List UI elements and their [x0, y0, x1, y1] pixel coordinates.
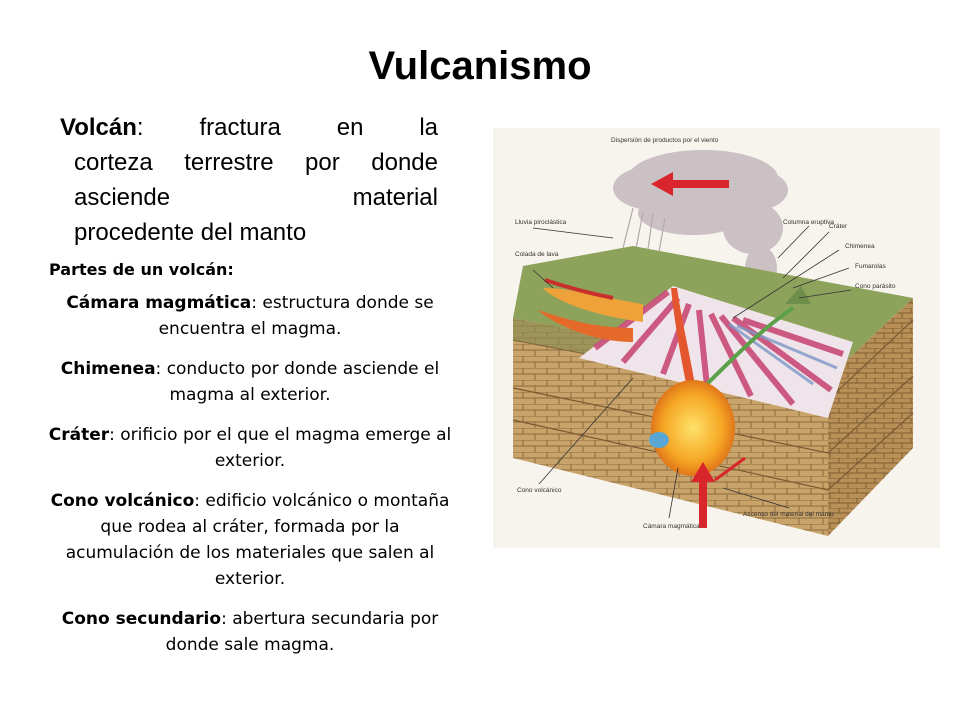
parasite-cone-icon [785, 286, 811, 304]
wind-arrow-icon [651, 172, 729, 196]
definition-term: Volcán [60, 114, 137, 141]
definition-line-3: asciende material [74, 184, 438, 211]
part-term: Cono volcánico [50, 491, 195, 511]
label-cone: Cono volcánico [517, 487, 562, 494]
part-item: Chimenea: conducto por donde asciende el… [60, 359, 440, 405]
label-chamber: Cámara magmática [643, 523, 700, 530]
label-wind: Dispersión de productos por el viento [611, 137, 719, 144]
volcano-diagram: Dispersión de productos por el viento Ll… [493, 128, 940, 548]
magma-chamber [651, 380, 735, 476]
part-desc: edificio volcánico o montaña que rodea a… [65, 491, 450, 589]
volcanic-cone [579, 286, 853, 418]
definition-line-1: fractura en la [199, 114, 438, 141]
label-parasite: Cono parásito [855, 283, 896, 290]
lava-flows [538, 278, 643, 342]
volcanic-chimney [671, 288, 697, 398]
part-desc: conducto por donde asciende el magma al … [166, 359, 440, 405]
block-side [828, 298, 913, 536]
label-chimney: Chimenea [845, 243, 875, 250]
part-item: Cono secundario: abertura secundaria por… [61, 609, 439, 655]
part-term: Chimenea [60, 359, 156, 379]
part-item: Cráter: orificio por el que el magma eme… [48, 425, 452, 471]
mantle-ascent-arrow-icon [691, 462, 715, 528]
definition-line-2: corteza terrestre por donde [74, 149, 438, 176]
label-column: Columna eruptiva [783, 219, 834, 226]
ash-cloud [613, 150, 788, 290]
secondary-conduit [699, 306, 795, 392]
slide-title: Vulcanismo [368, 44, 592, 88]
part-term: Cono secundario [61, 609, 222, 629]
label-fumaroles: Fumarolas [855, 263, 886, 270]
label-ascent: Ascenso del material del manto [743, 511, 834, 518]
part-desc: estructura donde se encuentra el magma. [158, 293, 434, 339]
label-lava: Colada de lava [515, 251, 559, 258]
cone-stripes-blue [728, 322, 838, 386]
part-term: Cráter [48, 425, 110, 445]
part-desc: abertura secundaria por donde sale magma… [165, 609, 439, 655]
part-item: Cámara magmática: estructura donde se en… [66, 293, 434, 339]
parts-list: Cámara magmática: estructura donde se en… [48, 290, 452, 672]
label-crater: Cráter [829, 223, 848, 230]
part-desc: orificio por el que el magma emerge al e… [120, 425, 452, 471]
part-term: Cámara magmática [66, 293, 252, 313]
label-rain: Lluvia piroclástica [515, 219, 567, 226]
definition-line-4: procedente del manto [74, 219, 307, 246]
volcano-definition: Volcán: fractura en la corteza terrestre… [60, 110, 438, 250]
parts-heading: Partes de un volcán: [49, 260, 234, 279]
part-item: Cono volcánico: edificio volcánico o mon… [50, 491, 450, 589]
chamber-blue-spot [649, 432, 669, 448]
